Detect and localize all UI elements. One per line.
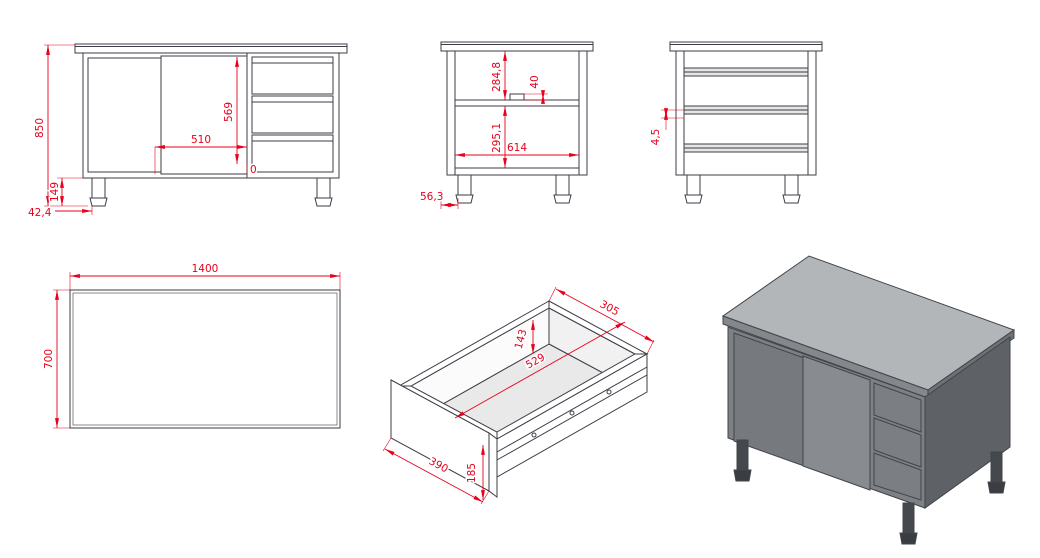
dim-door-width: 510 bbox=[191, 134, 211, 146]
cabinet-side-3d bbox=[924, 336, 1011, 509]
plan-view bbox=[69, 289, 341, 429]
leg bbox=[784, 174, 799, 196]
dim-side-offset: 56,3 bbox=[420, 191, 443, 203]
section-view-dimensions: 284,8 40 295,1 614 56,3 bbox=[419, 51, 579, 209]
front-view bbox=[74, 43, 348, 207]
dim-shelf-gap: 40 bbox=[529, 75, 541, 88]
leg-foot-3d bbox=[987, 481, 1006, 494]
worktop bbox=[440, 41, 594, 52]
cabinet-body bbox=[446, 50, 588, 176]
leg-foot bbox=[314, 197, 333, 207]
leg-foot bbox=[89, 197, 108, 207]
leg-3d bbox=[990, 451, 1003, 483]
side-view bbox=[669, 41, 823, 204]
worktop bbox=[74, 43, 348, 54]
dim-foot-detail: 42,4 bbox=[28, 207, 52, 219]
shelf-bracket bbox=[509, 93, 525, 101]
leg-foot-3d bbox=[899, 532, 918, 545]
dim-inner-depth: 614 bbox=[507, 142, 527, 154]
drawer-front-3-3d bbox=[873, 452, 922, 501]
sliding-door-left bbox=[87, 57, 165, 173]
worktop-plan bbox=[69, 289, 341, 429]
mid-shelf bbox=[454, 99, 580, 107]
sliding-door-right-3d bbox=[802, 355, 871, 491]
drawer-rails bbox=[683, 67, 809, 153]
drawer-front-2-3d bbox=[873, 417, 922, 468]
leg-foot-3d bbox=[733, 469, 752, 482]
drawer-front-1-3d bbox=[873, 382, 922, 433]
render-3d-view bbox=[721, 255, 1016, 545]
leg bbox=[686, 174, 701, 196]
leg-3d bbox=[736, 439, 749, 471]
dim-drawer-inner-width: 305 bbox=[598, 298, 621, 318]
dim-length: 1400 bbox=[192, 263, 219, 275]
section-view bbox=[440, 41, 594, 204]
worktop bbox=[669, 41, 823, 52]
dim-door-height: 569 bbox=[223, 102, 235, 122]
leg bbox=[457, 174, 472, 196]
leg bbox=[555, 174, 570, 196]
dim-rail-gap: 4,5 bbox=[650, 129, 662, 146]
sliding-door-right bbox=[160, 55, 248, 175]
leg-3d bbox=[902, 502, 915, 534]
front-view-dimensions: 850 149 42,4 569 510 0 bbox=[27, 44, 258, 221]
dim-overall-height: 850 bbox=[34, 118, 46, 138]
leg bbox=[316, 177, 331, 199]
dim-depth: 700 bbox=[43, 349, 55, 369]
dim-leg-height: 149 bbox=[49, 182, 61, 202]
leg-foot bbox=[782, 194, 801, 204]
side-view-dimensions: 4,5 bbox=[649, 108, 684, 147]
leg-foot bbox=[684, 194, 703, 204]
plan-view-dimensions: 1400 700 bbox=[42, 262, 341, 429]
leg bbox=[91, 177, 106, 199]
dim-upper-inner-height: 284,8 bbox=[491, 62, 503, 92]
dim-zero: 0 bbox=[250, 164, 257, 176]
leg-foot bbox=[553, 194, 572, 204]
leg-foot bbox=[455, 194, 474, 204]
dim-drawer-front-height: 185 bbox=[466, 463, 478, 483]
dim-lower-inner-height: 295,1 bbox=[491, 123, 503, 153]
